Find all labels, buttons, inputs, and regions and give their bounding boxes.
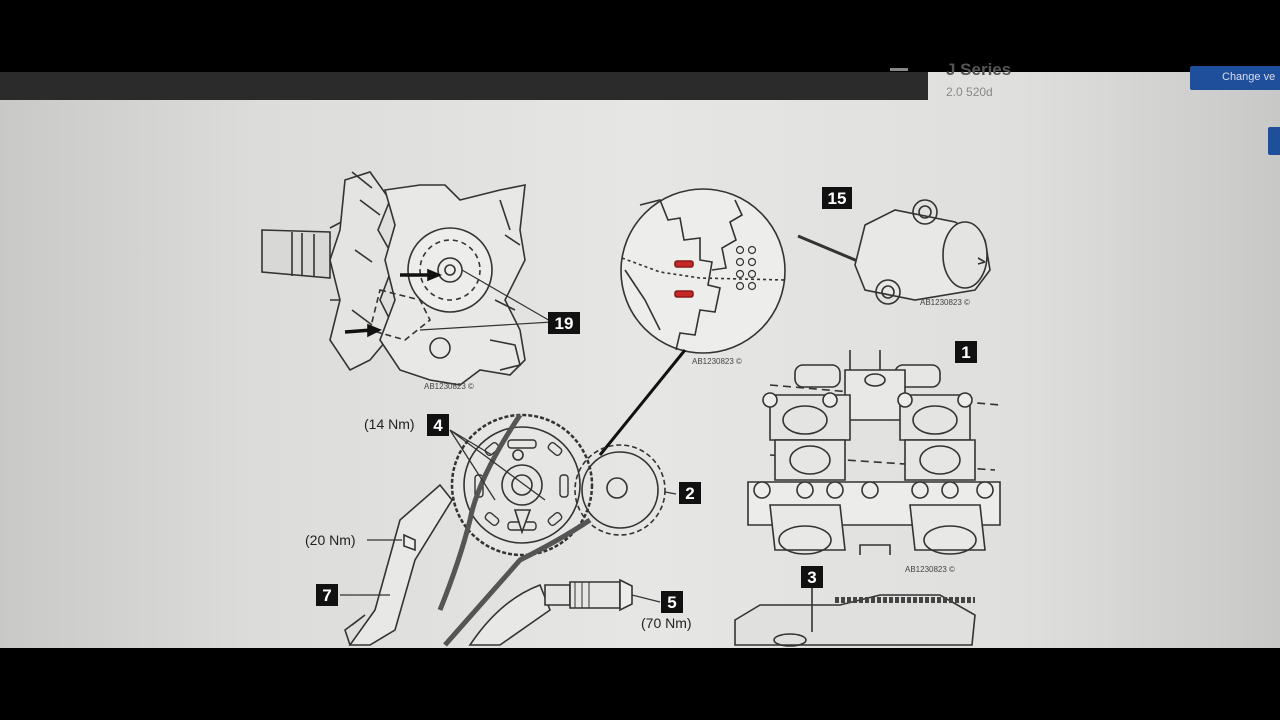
callout-3-label: 3 [807,568,816,587]
callout-2-badge: 2 [679,482,701,504]
vehicle-series-title: J Series [946,60,1012,79]
camshaft-housing-illustration [747,350,1001,555]
torque-label-20nm: (20 Nm) [305,532,356,548]
callout-1-badge: 1 [955,341,977,363]
callout-2-label: 2 [685,484,694,503]
video-letterbox-top [0,0,1280,72]
ref-code-camshaft: AB1230823 © [905,565,955,574]
screen-area [0,72,1280,648]
callout-4-label: 4 [433,416,443,435]
callout-15-label: 15 [828,189,847,208]
callout-19-label: 19 [555,314,574,333]
ref-code-tensioner: AB1230823 © [920,298,970,307]
app-header-bar [0,72,928,100]
sprocket-and-chain-illustration [340,413,677,647]
video-letterbox-bottom [0,648,1280,720]
callout-5-label: 5 [667,593,676,612]
callout-1-label: 1 [961,343,970,362]
callout-5-badge: 5 [661,591,683,613]
chain-guide-lower-right-illustration [734,585,976,647]
callout-19-badge: 19 [548,312,580,334]
crankshaft-detail-illustration [261,171,553,386]
change-vehicle-button[interactable]: Change ve [1190,66,1280,90]
side-tab-button[interactable] [1268,127,1280,155]
ref-code-gear-mesh: AB1230823 © [692,357,742,366]
torque-label-14nm: (14 Nm) [364,416,415,432]
torque-label-70nm: (70 Nm) [641,615,692,631]
tensioner-pin-illustration [797,199,991,305]
callout-4-badge: 4 [427,414,449,436]
callout-15-badge: 15 [822,187,852,209]
gear-mesh-magnified-illustration [598,188,786,456]
callout-3-badge: 3 [801,566,823,588]
callout-7-badge: 7 [316,584,338,606]
minimize-icon[interactable] [890,68,908,71]
vehicle-model-subtitle: 2.0 520d [946,85,993,99]
ref-code-crank: AB1230823 © [424,382,474,391]
callout-7-label: 7 [322,586,331,605]
